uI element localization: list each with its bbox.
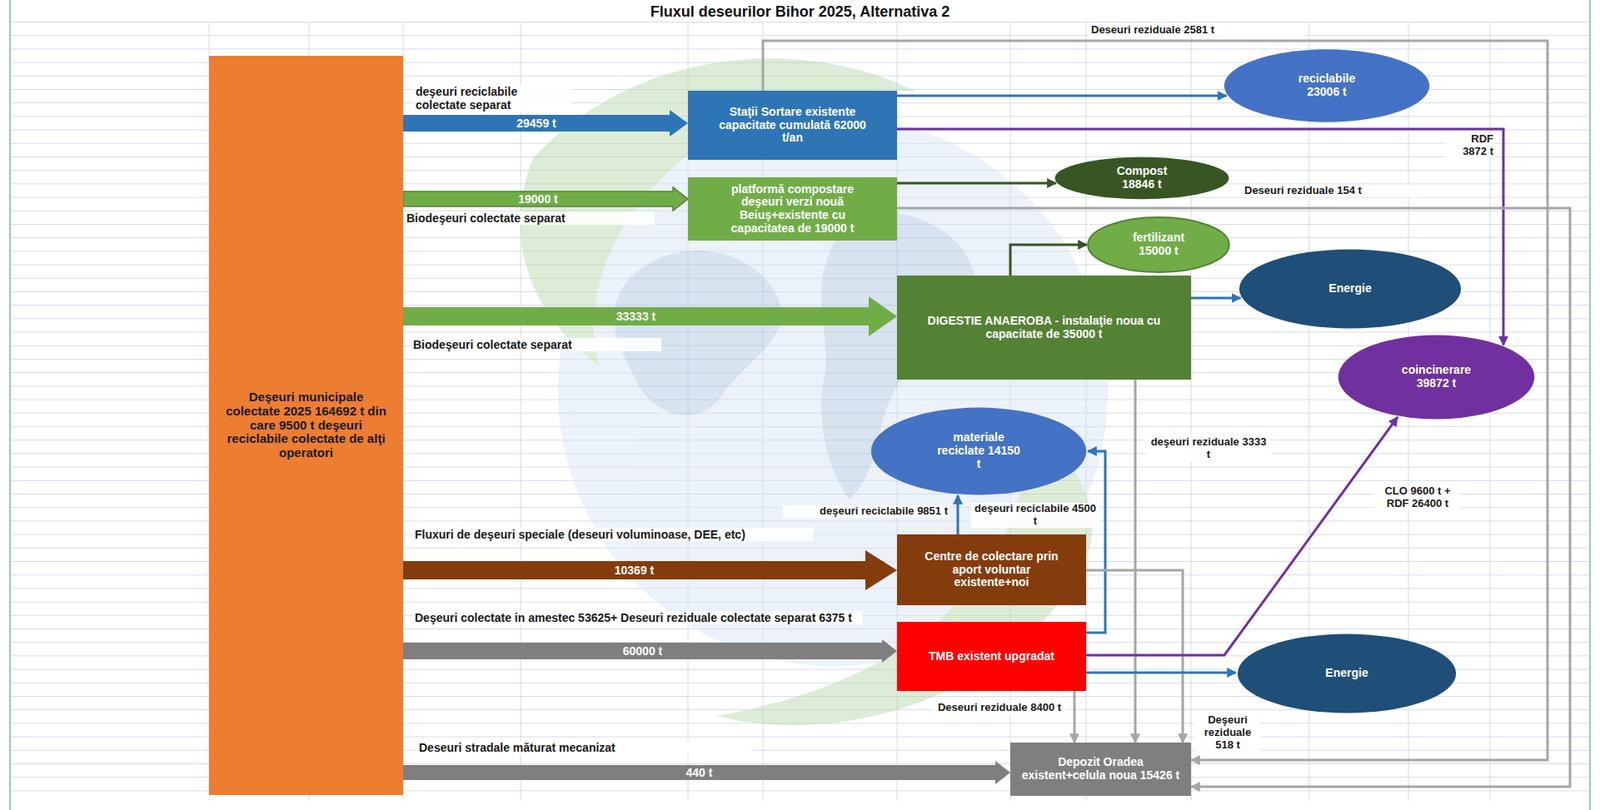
connector [897,94,1227,98]
ellipse-shape [1237,633,1456,713]
connector [1134,379,1137,743]
process-box: DIGESTIE ANAEROBA - instalaţie noua cu c… [897,275,1192,380]
edge-label: 60000 t [620,644,665,658]
flow-arrow [403,187,688,211]
node-text: Depozit Oradea existent+celula noua 1542… [1021,756,1181,783]
flow-caption: Fluxuri de deşeuri speciale (deseuri vol… [413,528,813,542]
process-box: Depozit Oradea existent+celula noua 1542… [1010,742,1192,797]
node-text: coincinerare 39872 t [1386,363,1487,390]
connector [897,208,1571,788]
flow-caption: deşeuri reciclabile colectate separat [413,84,573,112]
flow-arrow [403,639,898,663]
edge-label: Deseuri reziduale 2581 t [1089,24,1306,37]
ellipse-node: reciclabile 23006 t [1222,48,1431,124]
sheet-grid [9,21,1591,802]
edge-label: 29459 t [513,116,559,130]
node-text: Compost 18846 t [1104,164,1180,191]
flow-caption: Biodeşeuri colectate separat [411,338,662,352]
watermark-continent [613,250,782,416]
node-text: TMB existent upgradat [928,650,1055,664]
node-text: Deşeuri municipale colectate 2025 164692… [223,390,390,461]
ellipse-node: Energie [1236,633,1458,715]
ellipse-shape [1054,157,1229,200]
edge-label: 440 t [683,766,716,780]
node-text: materiale reciclate 14150 t [937,431,1021,471]
edge-label: Deşeuri reziduale 518 t [1194,714,1262,753]
ellipse-node: Compost 18846 t [1053,156,1231,200]
connector [1086,417,1398,656]
connector [1086,672,1237,675]
process-box: platformă compostare deşeuri verzi nouă … [687,177,898,241]
flow-caption: Deseuri stradale măturat mecanizat [417,741,751,755]
connector [957,495,960,535]
ellipse-node: materiale reciclate 14150 t [869,406,1088,497]
ellipse-shape [1338,335,1536,420]
node-text: platformă compostare deşeuri verzi nouă … [709,183,877,236]
grid-columns [209,21,1491,802]
node-text: DIGESTIE ANAEROBA - instalaţie noua cu c… [907,314,1182,341]
edge-label: Deseuri reziduale 8400 t [932,702,1067,715]
process-box: TMB existent upgradat [897,622,1087,692]
flow-caption: Biodeşeuri colectate separat [404,211,655,225]
node-text: fertilizant 15000 t [1116,231,1201,258]
watermark [519,58,1108,726]
node-text: Staţii Sortare existente capacitate cumu… [709,105,877,145]
ellipse-node: coincinerare 39872 t [1336,333,1536,421]
ellipse-node: fertilizant 15000 t [1086,216,1231,274]
connector [1010,244,1087,276]
edge-label: RDF 3872 t [1445,133,1496,159]
frame-edge [9,0,11,810]
edge-label: CLO 9600 t + RDF 26400 t [1374,485,1461,511]
connector [1073,691,1077,743]
ellipse-shape [1224,49,1431,122]
flow-arrow [403,296,898,337]
edge-label: deşeuri reziduale 3333 t [1146,436,1272,462]
node-text: Energie [1328,282,1371,296]
connector [1086,451,1106,634]
ellipse-shape [1239,249,1461,329]
connector [1191,297,1241,300]
edge-label: Deseuri reziduale 154 t [1242,184,1426,198]
process-box: Centre de colectare prin aport voluntar … [897,534,1087,606]
ellipse-shape [871,408,1087,496]
diagram-title: Fluxul deseurilor Bihor 2025, Alternativ… [0,3,1600,21]
flow-caption: Deşeuri colectate in amestec 53625+ Dese… [413,611,863,625]
flow-arrow [403,761,1011,785]
node-text: reciclabile 23006 t [1280,72,1373,99]
connector [897,182,1057,185]
ellipse-node: Energie [1237,248,1463,330]
edge-label: 33333 t [613,309,658,324]
frame-edge [1589,0,1591,810]
node-text: Centre de colectare prin aport voluntar … [921,550,1063,590]
flow-arrow [403,550,898,591]
flow-arrow [403,109,688,137]
edge-label: deşeuri reciclabile 9851 t [782,505,950,519]
process-box: Staţii Sortare existente capacitate cumu… [687,90,898,160]
grid-column [520,21,522,802]
node-text: Energie [1325,667,1368,681]
grid-column [1191,21,1192,802]
edge-label: 10369 t [612,563,657,578]
process-box: Deşeuri municipale colectate 2025 164692… [209,55,404,796]
ellipse-shape [1087,217,1230,273]
edge-label: deşeuri reciclabile 4500 t [971,503,1100,529]
edge-label: 19000 t [515,192,560,206]
